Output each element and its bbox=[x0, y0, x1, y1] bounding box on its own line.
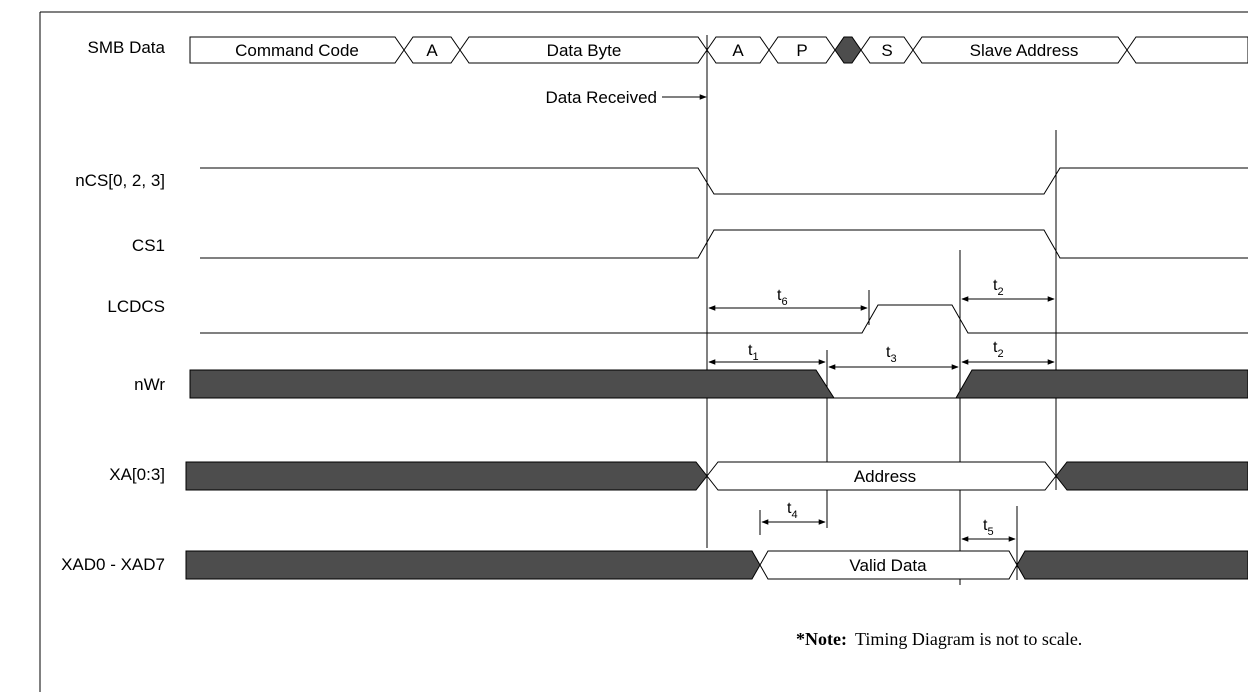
data-received-label: Data Received bbox=[545, 88, 657, 107]
signal-label-smb-data: SMB Data bbox=[88, 38, 166, 57]
xa-waveform bbox=[185, 461, 1248, 491]
xad-valid-data-label: Valid Data bbox=[849, 556, 927, 575]
smb-cell-stop: P bbox=[796, 41, 807, 60]
t4-label: t4 bbox=[787, 500, 798, 521]
t2a-label: t2 bbox=[993, 277, 1004, 298]
signal-label-lcdcs: LCDCS bbox=[107, 297, 165, 316]
nwr-waveform bbox=[189, 369, 1248, 399]
signal-label-xad: XAD0 - XAD7 bbox=[61, 555, 165, 574]
smb-cell-ack-1: A bbox=[426, 41, 438, 60]
xad-waveform bbox=[185, 550, 1248, 580]
smb-cell-ack-2: A bbox=[732, 41, 744, 60]
ncs-waveform bbox=[200, 167, 1248, 195]
t5-label: t5 bbox=[983, 517, 994, 538]
reference-lines bbox=[706, 35, 1057, 585]
smb-cell-slave-address: Slave Address bbox=[970, 41, 1079, 60]
t3-label: t3 bbox=[886, 344, 897, 365]
signal-label-nwr: nWr bbox=[134, 375, 165, 394]
t6-label: t6 bbox=[777, 287, 788, 308]
cs1-waveform bbox=[200, 229, 1248, 259]
t2b-label: t2 bbox=[993, 339, 1004, 360]
timing-note: *Note:Timing Diagram is not to scale. bbox=[796, 629, 1082, 649]
t1-label: t1 bbox=[748, 342, 759, 363]
xa-address-label: Address bbox=[854, 467, 916, 486]
smb-cell-start: S bbox=[881, 41, 892, 60]
smb-cell-data-byte: Data Byte bbox=[547, 41, 622, 60]
frame-border bbox=[39, 11, 1248, 692]
smb-cell-command-code: Command Code bbox=[235, 41, 359, 60]
smb-data-waveform bbox=[189, 36, 1248, 64]
signal-label-xa: XA[0:3] bbox=[109, 465, 165, 484]
signal-label-ncs: nCS[0, 2, 3] bbox=[75, 171, 165, 190]
signal-label-cs1: CS1 bbox=[132, 236, 165, 255]
lcdcs-waveform bbox=[200, 304, 1248, 334]
